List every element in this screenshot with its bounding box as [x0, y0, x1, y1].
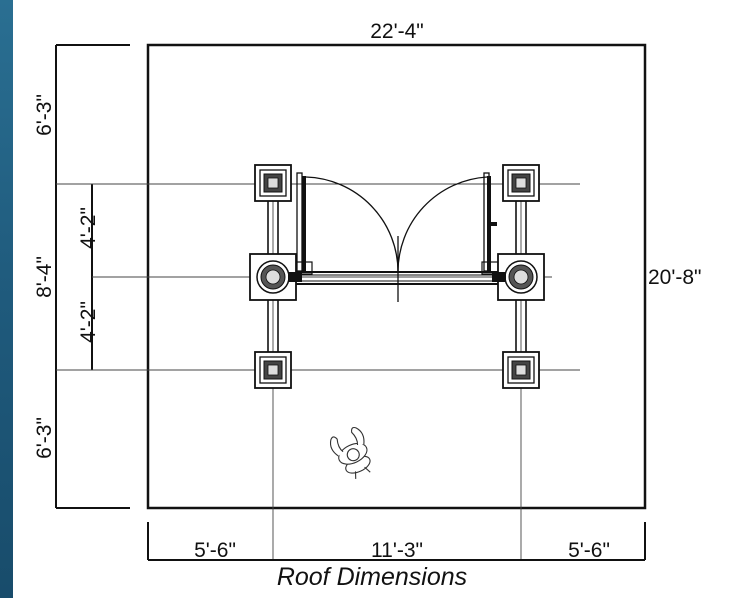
- inner-lower-label: 4'-2": [77, 301, 100, 343]
- post-bottom-right: [502, 351, 540, 389]
- roof-outline: [146, 43, 647, 510]
- bottom-middle-label: 11'-3": [371, 539, 423, 562]
- figure-caption: Roof Dimensions: [276, 563, 468, 591]
- header-beam: [287, 261, 501, 285]
- column-middle-right: [492, 253, 545, 301]
- left-bottom-label: 6'-3": [33, 417, 56, 459]
- beams: [267, 200, 527, 354]
- overall-depth-label: 20'-8": [648, 266, 702, 289]
- left-dimension-bracket: [55, 44, 130, 509]
- post-top-right: [502, 164, 540, 202]
- left-middle-label: 8'-4": [33, 256, 56, 298]
- bottom-left-label: 5'-6": [194, 539, 236, 562]
- double-door: [296, 172, 497, 302]
- post-bottom-left: [254, 351, 292, 389]
- bottom-right-label: 5'-6": [568, 539, 610, 562]
- overall-width-label: 22'-4": [370, 20, 424, 43]
- inner-upper-label: 4'-2": [77, 207, 100, 249]
- bottom-dimension-bracket: [147, 522, 646, 561]
- accent-strip: [0, 0, 13, 598]
- post-top-left: [254, 164, 292, 202]
- left-top-label: 6'-3": [33, 94, 56, 136]
- person-scale-figure: [329, 426, 371, 479]
- guide-lines: [56, 165, 580, 560]
- column-middle-left: [249, 253, 302, 301]
